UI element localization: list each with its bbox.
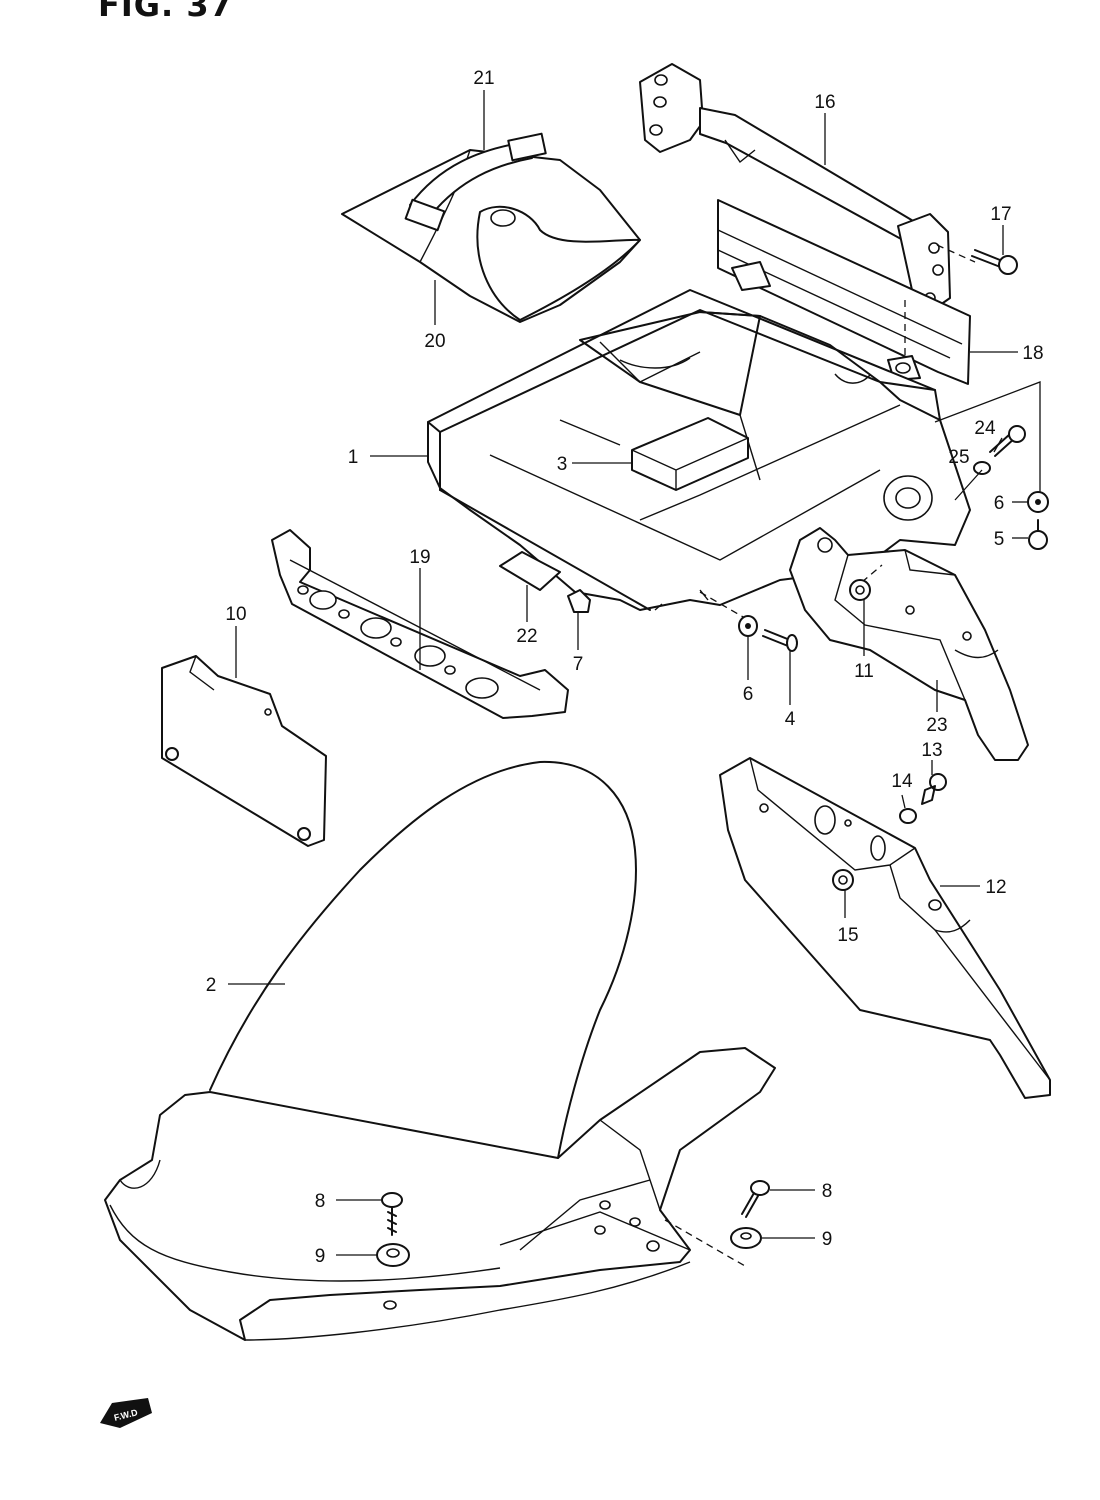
callout-9-left: 9 <box>315 1246 326 1267</box>
callout-3: 3 <box>557 454 568 475</box>
part-10-panel <box>161 655 327 847</box>
callout-18: 23 <box>926 715 947 736</box>
callout-12: 17 <box>990 204 1011 225</box>
callout-5: 5 <box>994 529 1005 550</box>
callout-6-mid: 6 <box>743 684 754 705</box>
part-7-clip <box>567 589 591 613</box>
callout-6-right: 6 <box>994 493 1005 514</box>
part-9-grommet-left <box>376 1243 410 1267</box>
part-12-bolt <box>936 244 1018 275</box>
callout-25: 15 <box>837 925 858 946</box>
part-18-rear-bracket <box>789 527 1029 761</box>
part-22-license-bracket <box>719 757 1051 1099</box>
part-23-bolt <box>921 773 947 805</box>
callout-24: 14 <box>891 771 913 792</box>
callout-1: 1 <box>348 447 359 468</box>
callout-23: 13 <box>921 740 942 761</box>
part-6-washer-mid <box>699 591 758 637</box>
callout-10: 10 <box>225 604 246 625</box>
callout-8-right: 8 <box>822 1181 833 1202</box>
callout-14: 19 <box>409 547 430 568</box>
callout-7: 7 <box>573 654 584 675</box>
callout-8-left: 8 <box>315 1191 326 1212</box>
part-16-strap <box>404 132 547 232</box>
part-21-nut <box>849 564 883 601</box>
part-14-plate <box>271 529 569 719</box>
callout-16: 21 <box>473 68 494 89</box>
part-24-washer <box>899 808 917 824</box>
callout-21: 11 <box>854 661 874 682</box>
callout-22: 12 <box>985 877 1006 898</box>
part-19-bolt <box>989 425 1026 457</box>
callout-19: 24 <box>974 418 996 439</box>
callout-15: 20 <box>424 331 445 352</box>
part-2-rear-fender <box>104 760 776 1341</box>
part-15-cover <box>341 149 641 323</box>
forward-arrow-icon: F.W.D <box>100 1398 152 1428</box>
callout-11: 16 <box>814 92 835 113</box>
part-20-washer <box>973 461 991 475</box>
callout-20: 25 <box>948 447 969 468</box>
part-5-screw <box>1028 519 1048 550</box>
part-17-label <box>499 551 561 591</box>
callout-17: 22 <box>516 626 537 647</box>
part-8-screw-right <box>741 1180 770 1218</box>
figure-title: FIG. 37 <box>98 0 233 24</box>
part-11-grab-rail <box>639 63 951 313</box>
part-8-screw-left <box>381 1192 403 1236</box>
callout-2: 2 <box>206 975 217 996</box>
callout-4: 4 <box>785 709 796 730</box>
callout-9-right: 9 <box>822 1229 833 1250</box>
part-3-pad <box>631 417 749 491</box>
callout-labels: 21 20 16 17 18 1 3 24 25 6 5 19 22 7 6 4… <box>206 68 1044 1267</box>
part-9-grommet-right <box>730 1227 762 1249</box>
leader-lines <box>228 90 1041 1256</box>
part-6-grommet-upper <box>1027 491 1049 513</box>
callout-13: 18 <box>1022 343 1043 364</box>
part-4-screw <box>762 629 798 652</box>
